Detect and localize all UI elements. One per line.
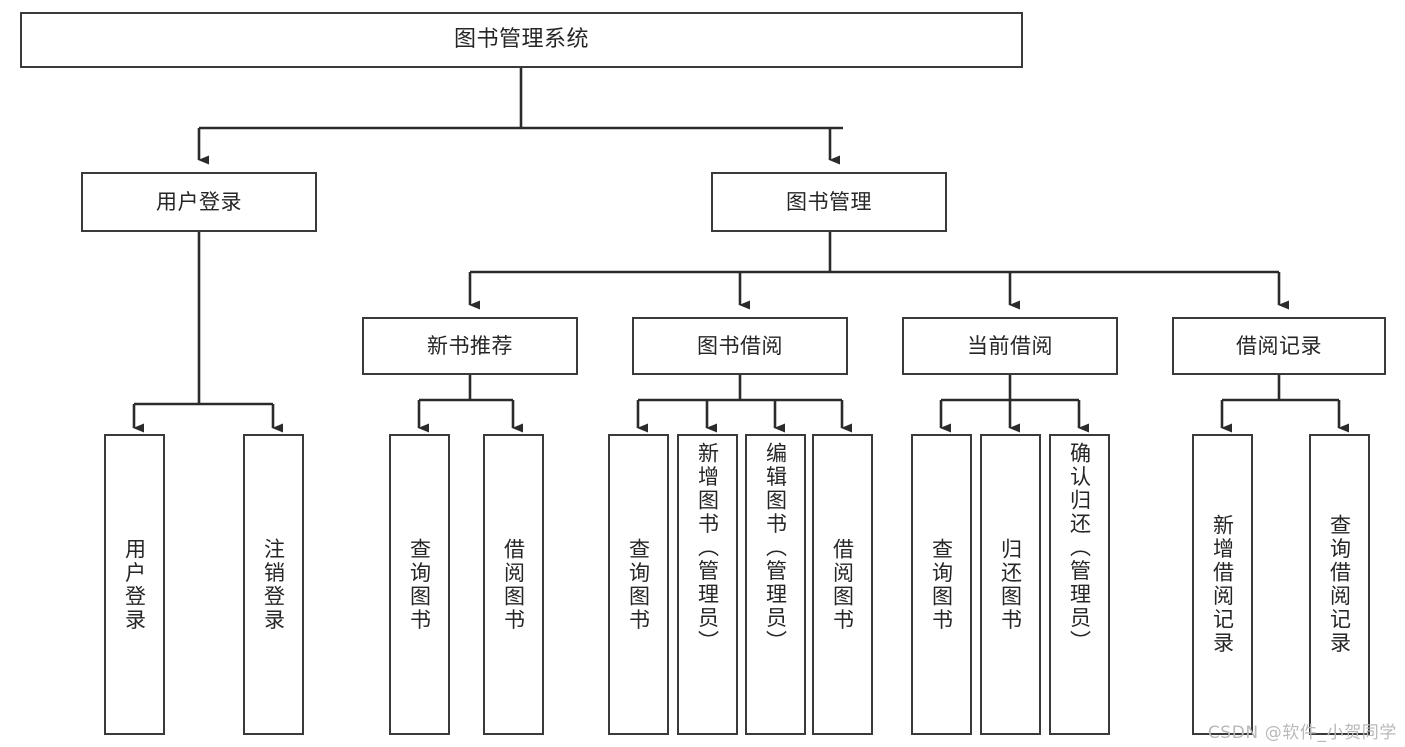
node-new-book-recommend-label: 新书推荐 <box>427 333 513 358</box>
node-book-manage[interactable]: 图书管理 <box>711 172 947 232</box>
node-root-system[interactable]: 图书管理系统 <box>20 12 1023 68</box>
node-book-borrow-label: 图书借阅 <box>697 333 783 358</box>
node-leaf-confirm-return-label: 确认归还（管理员） <box>1067 442 1092 654</box>
node-leaf-add-book[interactable]: 新增图书（管理员） <box>677 434 738 735</box>
node-leaf-query-book-2[interactable]: 查询图书 <box>608 434 669 735</box>
node-new-book-recommend[interactable]: 新书推荐 <box>362 317 578 375</box>
node-leaf-return-book[interactable]: 归还图书 <box>980 434 1041 735</box>
node-book-manage-label: 图书管理 <box>786 189 872 214</box>
node-leaf-add-book-label: 新增图书（管理员） <box>695 442 720 654</box>
node-current-borrow-label: 当前借阅 <box>967 333 1053 358</box>
node-leaf-borrow-book-1-label: 借阅图书 <box>501 537 526 632</box>
node-leaf-add-record[interactable]: 新增借阅记录 <box>1192 434 1253 735</box>
node-leaf-borrow-book-2[interactable]: 借阅图书 <box>812 434 873 735</box>
node-leaf-add-record-label: 新增借阅记录 <box>1210 514 1235 655</box>
node-leaf-query-book-1-label: 查询图书 <box>407 537 432 632</box>
node-leaf-user-login-label: 用户登录 <box>122 537 147 632</box>
node-leaf-query-book-2-label: 查询图书 <box>626 537 651 632</box>
node-leaf-query-book-3[interactable]: 查询图书 <box>911 434 972 735</box>
node-leaf-query-book-3-label: 查询图书 <box>929 537 954 632</box>
node-leaf-confirm-return[interactable]: 确认归还（管理员） <box>1049 434 1110 735</box>
node-root-system-label: 图书管理系统 <box>453 26 589 52</box>
node-leaf-edit-book[interactable]: 编辑图书（管理员） <box>745 434 806 735</box>
node-leaf-user-login[interactable]: 用户登录 <box>104 434 165 735</box>
node-leaf-borrow-book-2-label: 借阅图书 <box>830 537 855 632</box>
node-current-borrow[interactable]: 当前借阅 <box>902 317 1118 375</box>
node-leaf-edit-book-label: 编辑图书（管理员） <box>763 442 788 654</box>
node-borrow-record-label: 借阅记录 <box>1236 333 1322 358</box>
node-book-borrow[interactable]: 图书借阅 <box>632 317 848 375</box>
node-user-login[interactable]: 用户登录 <box>81 172 317 232</box>
node-leaf-logout[interactable]: 注销登录 <box>243 434 304 735</box>
node-leaf-logout-label: 注销登录 <box>261 537 286 632</box>
node-leaf-query-record-label: 查询借阅记录 <box>1327 514 1352 655</box>
node-leaf-query-book-1[interactable]: 查询图书 <box>389 434 450 735</box>
watermark-text: CSDN @软件_小贺同学 <box>1207 723 1397 743</box>
node-leaf-query-record[interactable]: 查询借阅记录 <box>1309 434 1370 735</box>
node-leaf-return-book-label: 归还图书 <box>998 537 1023 632</box>
node-leaf-borrow-book-1[interactable]: 借阅图书 <box>483 434 544 735</box>
node-borrow-record[interactable]: 借阅记录 <box>1172 317 1386 375</box>
node-user-login-label: 用户登录 <box>156 189 242 214</box>
